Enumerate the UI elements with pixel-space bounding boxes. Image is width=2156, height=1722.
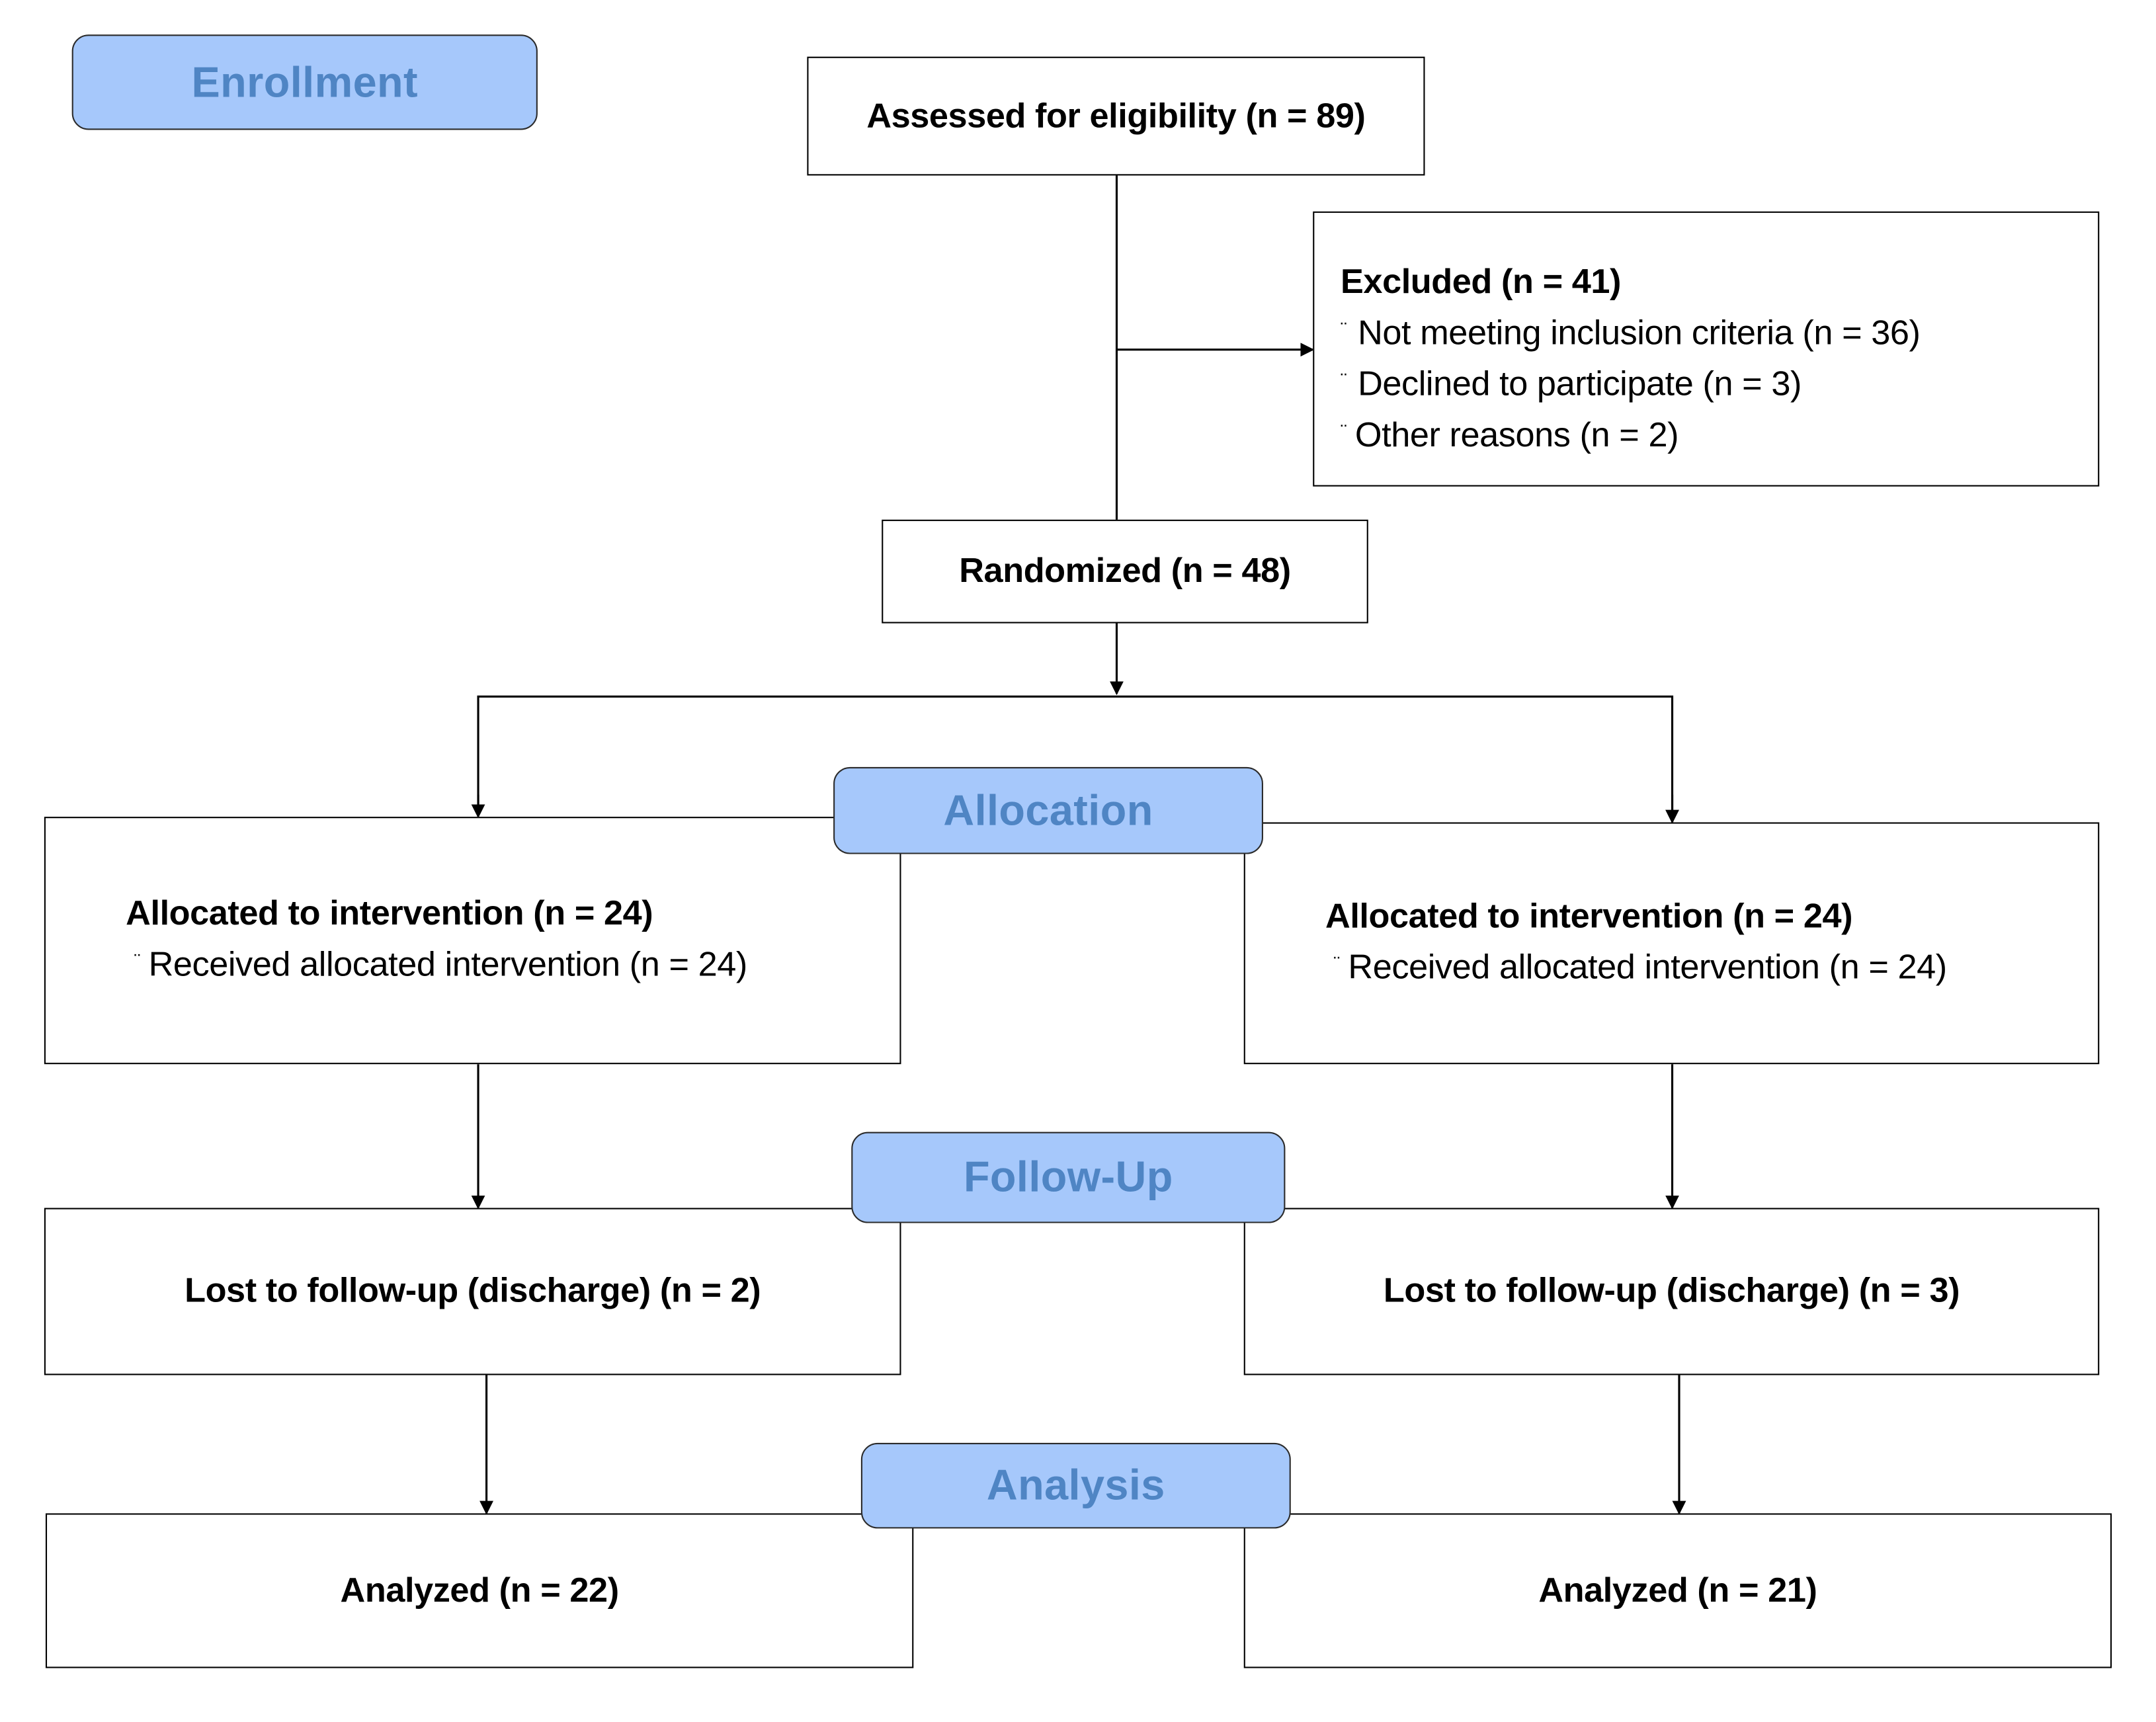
excluded-item: ¨Declined to participate (n = 3) bbox=[1341, 356, 2098, 407]
follow-up-left-box: Lost to follow-up (discharge) (n = 2) bbox=[44, 1208, 901, 1375]
analysis-right-box: Analyzed (n = 21) bbox=[1243, 1513, 2112, 1668]
excluded-box: Excluded (n = 41) ¨Not meeting inclusion… bbox=[1313, 211, 2100, 487]
connector-split bbox=[477, 695, 1674, 816]
analysis-left-box: Analyzed (n = 22) bbox=[45, 1513, 914, 1668]
stage-label-follow-up: Follow-Up bbox=[851, 1131, 1286, 1223]
stage-label-analysis: Analysis bbox=[860, 1442, 1291, 1529]
bullet-icon: ¨ bbox=[1341, 420, 1347, 442]
excluded-title: Excluded (n = 41) bbox=[1341, 263, 1622, 302]
analysis-right-label: Analyzed (n = 21) bbox=[1538, 1571, 1817, 1610]
bullet-icon: ¨ bbox=[1341, 369, 1347, 391]
bullet-icon: ¨ bbox=[134, 949, 141, 972]
assessed-box: Assessed for eligibility (n = 89) bbox=[807, 56, 1425, 176]
excluded-item: ¨Not meeting inclusion criteria (n = 36) bbox=[1341, 306, 2098, 356]
follow-up-right-box: Lost to follow-up (discharge) (n = 3) bbox=[1243, 1208, 2100, 1375]
allocation-right-title: Allocated to intervention (n = 24) bbox=[1325, 897, 1853, 936]
follow-up-right-label: Lost to follow-up (discharge) (n = 3) bbox=[1383, 1271, 1960, 1311]
bullet-icon: ¨ bbox=[1341, 317, 1347, 341]
stage-label-allocation: Allocation bbox=[833, 766, 1263, 854]
allocation-left-box: Allocated to intervention (n = 24) ¨Rece… bbox=[44, 817, 901, 1065]
stage-label-enrollment: Enrollment bbox=[71, 34, 538, 130]
allocation-right-item: ¨Received allocated intervention (n = 24… bbox=[1325, 940, 2098, 991]
randomized-label: Randomized (n = 48) bbox=[959, 551, 1291, 591]
follow-up-left-label: Lost to follow-up (discharge) (n = 2) bbox=[185, 1271, 761, 1311]
assessed-label: Assessed for eligibility (n = 89) bbox=[866, 96, 1366, 135]
allocation-right-box: Allocated to intervention (n = 24) ¨Rece… bbox=[1243, 822, 2100, 1065]
allocation-left-item: ¨Received allocated intervention (n = 24… bbox=[126, 937, 899, 988]
allocation-left-title: Allocated to intervention (n = 24) bbox=[126, 894, 653, 933]
bullet-icon: ¨ bbox=[1333, 952, 1341, 975]
analysis-left-label: Analyzed (n = 22) bbox=[340, 1571, 620, 1610]
randomized-box: Randomized (n = 48) bbox=[882, 519, 1368, 624]
excluded-item: ¨Other reasons (n = 2) bbox=[1341, 408, 2098, 459]
